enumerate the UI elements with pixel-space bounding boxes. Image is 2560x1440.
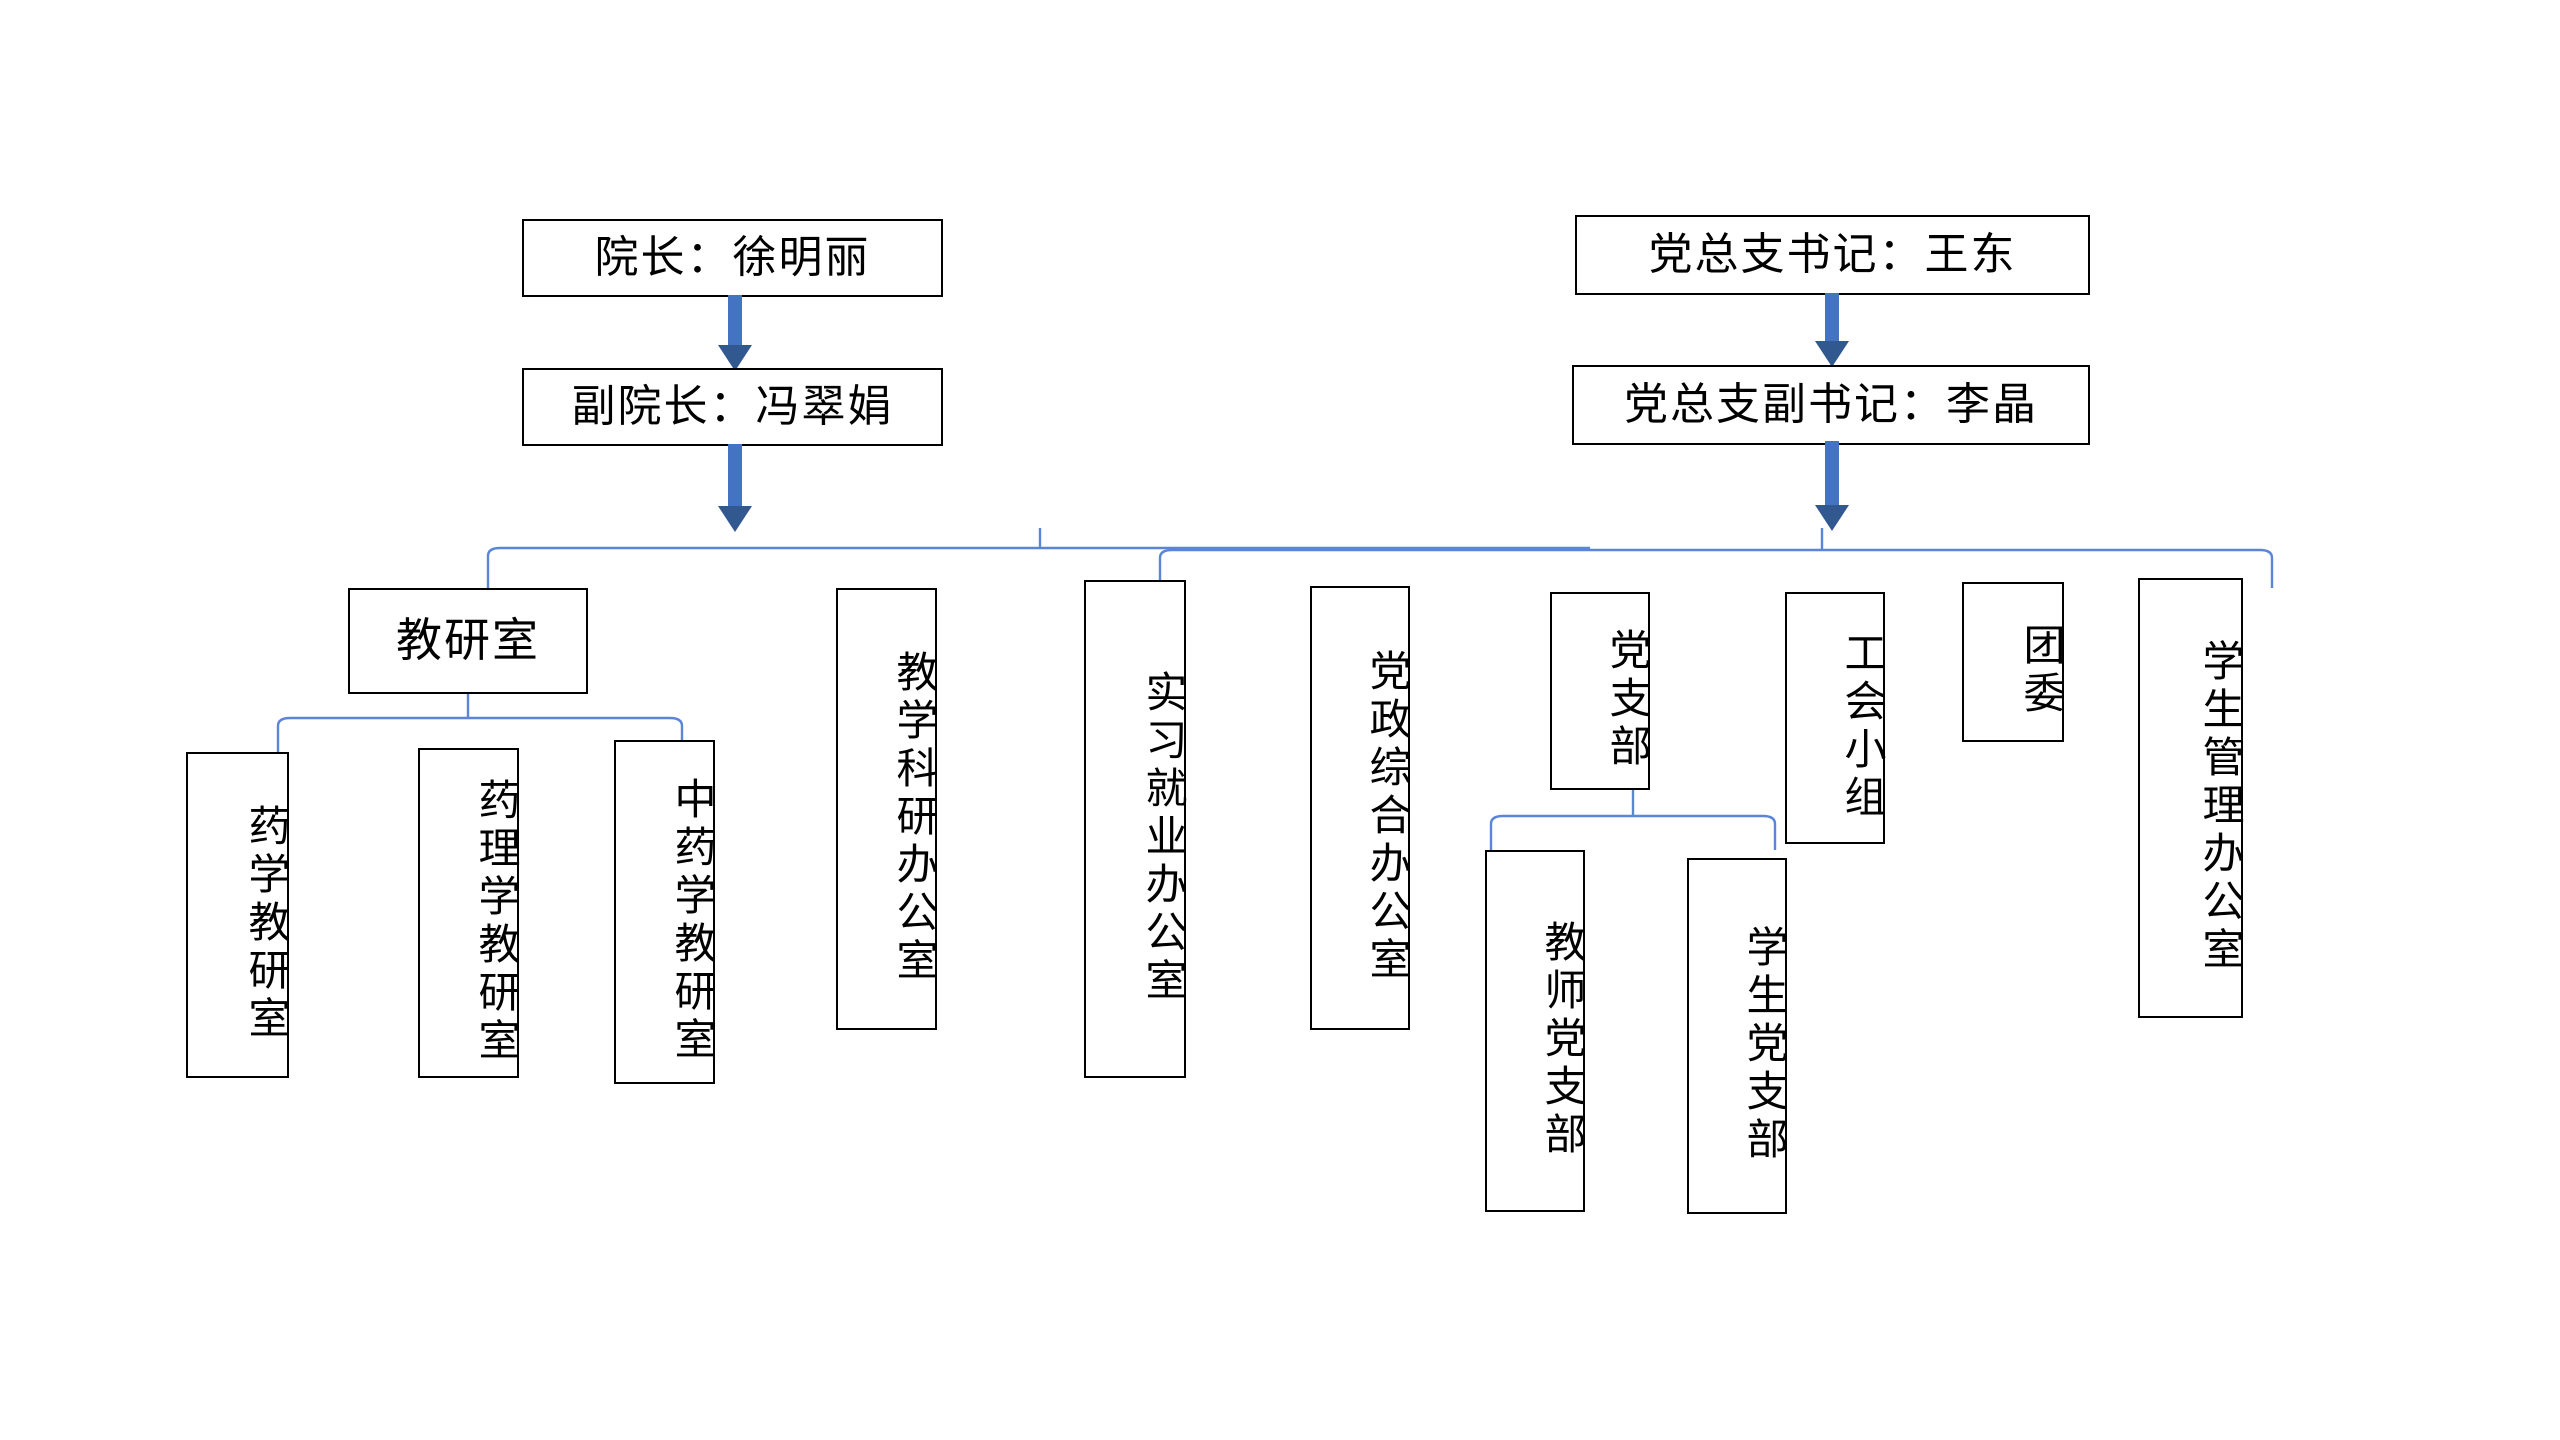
node-pharmacology-teaching-research[interactable]: 药理学教研室 bbox=[418, 748, 519, 1078]
node-pharmacy-teaching-research[interactable]: 药学教研室 bbox=[186, 752, 289, 1078]
node-youth-league-committee[interactable]: 团委 bbox=[1962, 582, 2064, 742]
node-teacher-party-branch[interactable]: 教师党支部 bbox=[1485, 850, 1585, 1212]
connector-teaching-research-children bbox=[270, 694, 690, 754]
arrow-dean-to-vice-dean bbox=[717, 295, 753, 371]
arrow-deputy-secretary-down bbox=[1814, 441, 1850, 531]
node-party-secretary[interactable]: 党总支书记：王东 bbox=[1575, 215, 2090, 295]
node-vice-dean[interactable]: 副院长：冯翠娟 bbox=[522, 368, 943, 446]
node-student-management-office[interactable]: 学生管理办公室 bbox=[2138, 578, 2243, 1018]
node-student-party-branch[interactable]: 学生党支部 bbox=[1687, 858, 1787, 1214]
node-party-deputy-secretary[interactable]: 党总支副书记：李晶 bbox=[1572, 365, 2090, 445]
node-party-admin-office[interactable]: 党政综合办公室 bbox=[1310, 586, 1410, 1030]
node-teaching-research-office[interactable]: 教研室 bbox=[348, 588, 588, 694]
node-teaching-research-admin-office[interactable]: 教学科研办公室 bbox=[836, 588, 937, 1030]
arrow-vice-dean-down bbox=[717, 444, 753, 532]
connector-academic-bracket bbox=[480, 528, 1610, 588]
node-party-branch[interactable]: 党支部 bbox=[1550, 592, 1650, 790]
node-internship-employment-office[interactable]: 实习就业办公室 bbox=[1084, 580, 1186, 1078]
node-tcm-pharmacy-teaching-research[interactable]: 中药学教研室 bbox=[614, 740, 715, 1084]
connector-party-bracket bbox=[1150, 528, 2280, 588]
arrow-secretary-to-deputy bbox=[1814, 293, 1850, 367]
connector-party-branch-children bbox=[1485, 790, 1785, 852]
node-dean[interactable]: 院长：徐明丽 bbox=[522, 219, 943, 297]
node-union-group[interactable]: 工会小组 bbox=[1785, 592, 1885, 844]
